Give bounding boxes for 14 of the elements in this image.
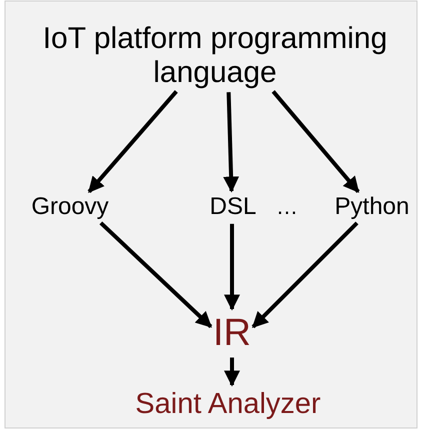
ir-label: IR [213, 312, 251, 355]
arrow [99, 221, 212, 328]
arrow [224, 224, 240, 311]
language-label: DSL [210, 194, 256, 221]
arrow [272, 90, 360, 193]
arrow [252, 222, 358, 328]
arrow [224, 358, 240, 387]
language-label: Python [334, 194, 410, 221]
title-text: IoT platform programming language [35, 22, 395, 90]
language-label: Groovy [31, 194, 109, 221]
ellipsis-text: … [276, 194, 298, 220]
analyzer-label: Saint Analyzer [135, 388, 321, 420]
arrow [223, 92, 240, 193]
arrow [88, 90, 178, 194]
